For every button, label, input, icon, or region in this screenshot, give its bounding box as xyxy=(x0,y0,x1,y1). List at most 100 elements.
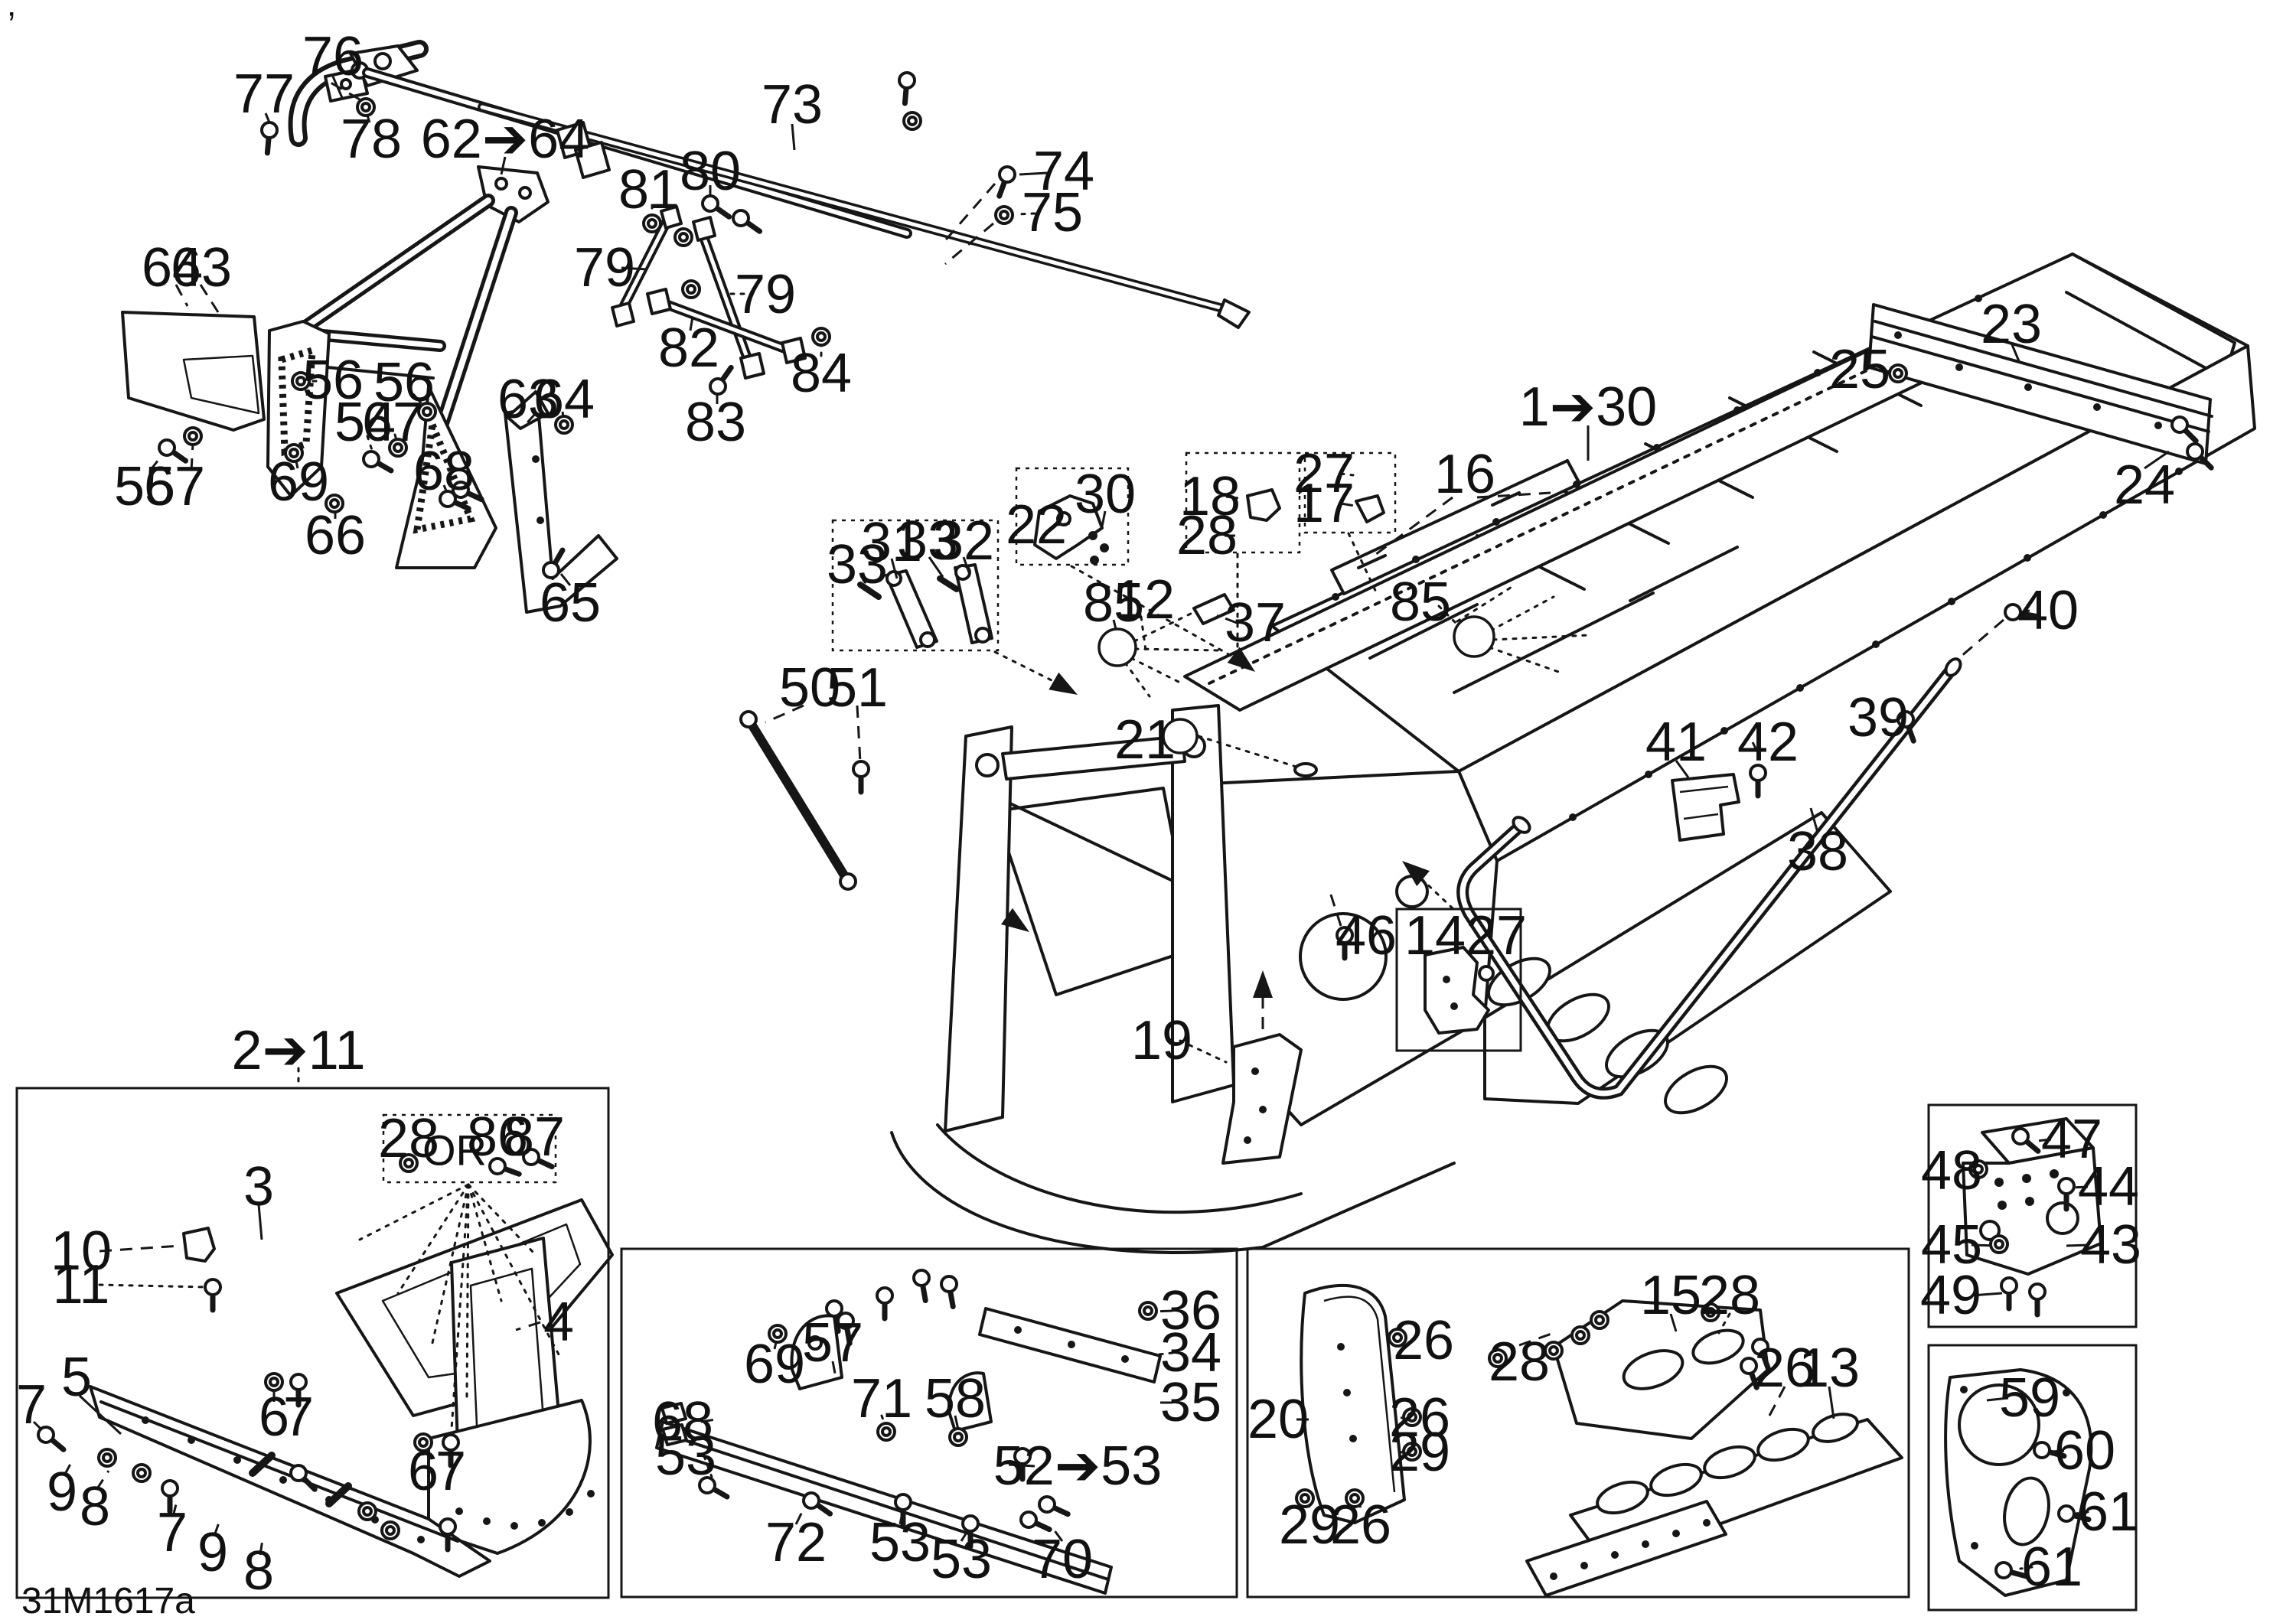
nut-hole-icon xyxy=(102,1452,113,1463)
callout-79: 79 xyxy=(735,264,796,325)
corner-mark: ’ xyxy=(8,5,15,44)
callout-27: 27 xyxy=(1293,443,1355,504)
nut-hole-icon xyxy=(559,419,569,430)
pointer-arrowhead xyxy=(1001,908,1029,932)
leader-line xyxy=(63,1458,75,1476)
callout-28: 28 xyxy=(1489,1331,1550,1393)
leader-line xyxy=(559,573,572,586)
callout-38: 38 xyxy=(1787,821,1848,882)
nut-icon xyxy=(673,227,693,247)
nut-icon xyxy=(1968,1159,1988,1179)
leader-line xyxy=(862,578,874,594)
bolt-head-icon xyxy=(1013,1447,1032,1465)
leader-line xyxy=(2019,1566,2033,1570)
nut-hole-icon xyxy=(329,498,340,509)
bolt-head-icon xyxy=(998,165,1016,184)
nut-hole-icon xyxy=(999,210,1009,220)
callout-78: 78 xyxy=(341,109,402,170)
bolt-head-icon xyxy=(825,1299,843,1318)
leader-line xyxy=(366,435,375,456)
callout-48: 48 xyxy=(1921,1140,1982,1201)
leader-line xyxy=(1157,1351,1174,1356)
callout-4: 4 xyxy=(543,1292,574,1353)
callout-42: 42 xyxy=(1737,712,1799,773)
bolt-head-icon xyxy=(2004,603,2022,621)
bolt-head-icon xyxy=(2057,1504,2076,1523)
callout-13: 13 xyxy=(1799,1338,1860,1399)
nut-icon xyxy=(417,402,437,422)
callout-5: 5 xyxy=(61,1347,92,1408)
callout-63: 63 xyxy=(497,369,559,430)
nut-icon xyxy=(994,205,1014,225)
leader-line xyxy=(1057,522,1071,526)
nut-hole-icon xyxy=(1548,1345,1559,1356)
fastener-option-box xyxy=(382,1113,557,1184)
nut-icon xyxy=(291,371,311,391)
callout-32: 32 xyxy=(933,510,994,572)
bolt-head-icon xyxy=(37,1426,55,1444)
callout-20: 20 xyxy=(1247,1389,1309,1450)
nut-hole-icon xyxy=(1300,1493,1310,1504)
leader-line xyxy=(78,1394,122,1436)
leader-line xyxy=(2074,1511,2089,1515)
callout-OR: OR xyxy=(422,1126,487,1175)
callout-69: 69 xyxy=(268,451,329,513)
leader-line xyxy=(148,452,165,471)
rivet-dot xyxy=(2024,554,2031,562)
bolt-head-icon xyxy=(837,1312,855,1330)
leader-line xyxy=(190,443,194,471)
bolt-head-icon xyxy=(158,438,176,457)
leader-line xyxy=(689,316,694,331)
bolt-head-icon xyxy=(912,1269,931,1287)
reference-fan-line xyxy=(1130,657,1185,686)
callout-3: 3 xyxy=(243,1156,274,1217)
leader-line xyxy=(2010,342,2020,362)
callout-80: 80 xyxy=(680,141,741,202)
bolt-head-icon xyxy=(442,1433,460,1452)
leader-line xyxy=(213,1522,220,1537)
reference-fan-line xyxy=(431,1183,470,1344)
nut-icon xyxy=(1544,1341,1564,1361)
callout-79: 79 xyxy=(574,237,635,298)
leader-line xyxy=(954,1415,960,1430)
rivet-dot xyxy=(233,1456,241,1464)
callout-33: 33 xyxy=(897,510,958,572)
callout-28: 28 xyxy=(1699,1265,1760,1326)
rivet-dot xyxy=(1645,771,1652,778)
nut-icon xyxy=(876,1422,896,1442)
nut-hole-icon xyxy=(295,376,306,386)
callout-65: 65 xyxy=(540,572,601,634)
nut-hole-icon xyxy=(136,1468,147,1478)
leader-line xyxy=(199,284,220,313)
document-code: 31M1617a xyxy=(21,1581,195,1621)
callout-69: 69 xyxy=(744,1334,805,1395)
rivet-dot xyxy=(2175,468,2183,475)
leader-line xyxy=(700,1418,716,1423)
rivet-dot xyxy=(1332,593,1339,601)
nut-hole-icon xyxy=(362,1506,373,1517)
callout-28: 28 xyxy=(378,1108,439,1169)
callout-68: 68 xyxy=(413,441,475,502)
nut-hole-icon xyxy=(953,1432,964,1442)
callout-64: 64 xyxy=(533,369,595,430)
leader-line xyxy=(1112,619,1117,630)
callout-59: 59 xyxy=(1999,1367,2060,1429)
callout-46: 46 xyxy=(1336,905,1397,966)
running-board-group-box xyxy=(620,1247,1238,1599)
callout-72: 72 xyxy=(765,1512,827,1573)
callout-77: 77 xyxy=(233,64,295,125)
detail-box-22-30 xyxy=(1015,467,1130,566)
leader-line xyxy=(621,266,647,271)
leader-line xyxy=(944,222,994,266)
callout-27: 27 xyxy=(1466,905,1527,966)
leader-line xyxy=(1437,605,1459,626)
leader-line xyxy=(264,112,271,123)
reference-fan-line xyxy=(467,1183,503,1302)
leader-line xyxy=(1669,1313,1678,1332)
callout-9: 9 xyxy=(197,1522,228,1583)
rivet-dot xyxy=(510,1522,518,1530)
front-module-group-box xyxy=(15,1087,610,1599)
nut-hole-icon xyxy=(422,406,432,417)
engine-support-detail-box xyxy=(1927,1344,2138,1612)
